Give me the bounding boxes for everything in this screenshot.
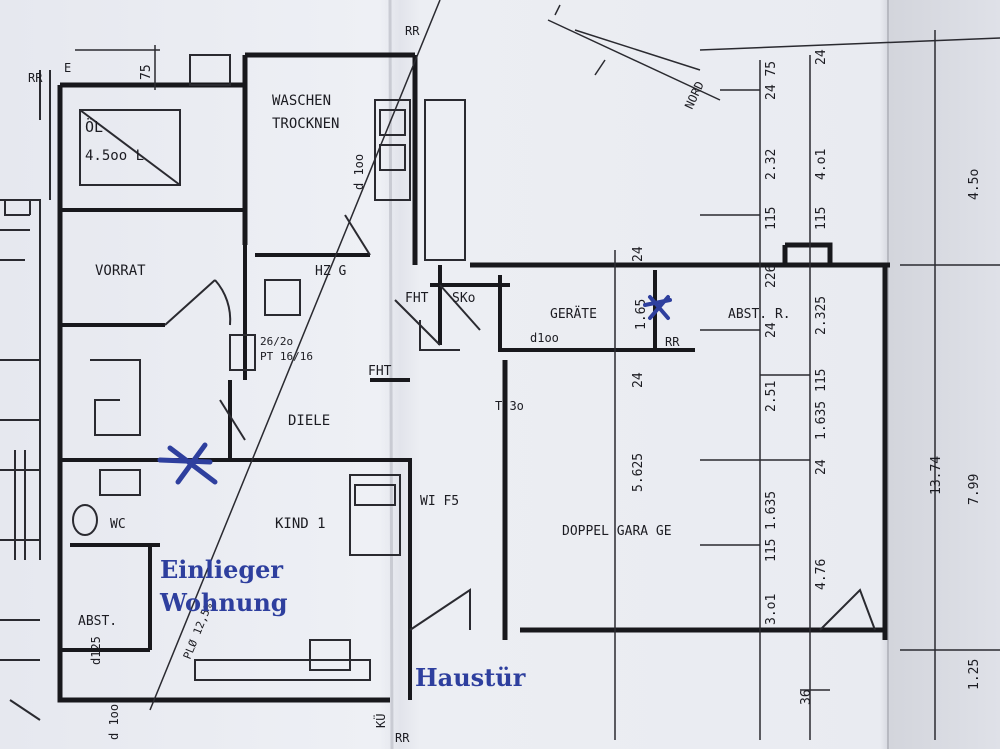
annotation-wohnung: Wohnung (159, 588, 288, 617)
label-rr: RR (665, 335, 680, 349)
room-label-geraete: GERÄTE (550, 306, 597, 322)
dim-24: 24 (814, 459, 829, 475)
label-d100: d 1oo (352, 154, 366, 190)
dim-226: 226 (764, 265, 779, 288)
dimension-lines (75, 30, 1000, 740)
room-label-kind1: KIND 1 (275, 516, 326, 532)
label-meter: PT 16/16 (260, 350, 313, 363)
pen-cross-icon (157, 442, 218, 485)
dim-115: 115 (814, 207, 829, 230)
dim-1374: 13.74 (929, 456, 944, 495)
plan-labels: RR RR RR RR E NORD d 1oo d1oo T 3o 26/2o… (28, 24, 707, 745)
room-label-wif: WI F5 (420, 494, 459, 509)
label-meter: 26/2o (260, 335, 293, 348)
room-label-waschen: WASCHEN (272, 93, 331, 109)
dimension-numbers: 75 24 75 24 2.32 4.o1 115 115 24 226 2.3… (139, 49, 982, 705)
label-rr: RR (405, 24, 420, 38)
dim-401: 4.o1 (814, 149, 829, 180)
room-label-abst-r: ABST. R. (728, 307, 791, 322)
room-label-oel: ÖL (85, 117, 103, 136)
dim-1635: 1.635 (814, 401, 829, 440)
annotation-haustuer: Haustür (415, 663, 526, 692)
room-label-fht: FHT (405, 291, 429, 306)
room-label-oel-volume: 4.5oo L (85, 148, 144, 164)
handwritten-annotations: Einlieger Wohnung Haustür (159, 555, 526, 692)
pen-cross-icon (643, 295, 672, 320)
dim-36: 36 (799, 689, 814, 705)
dim-5625: 5.625 (631, 453, 646, 492)
dim-251: 2.51 (764, 381, 779, 412)
room-label-abst: ABST. (78, 614, 117, 629)
room-label-sk: SKo (452, 291, 475, 306)
outer-walls (57, 52, 890, 703)
dim-301: 3.o1 (764, 594, 779, 625)
dim-450: 4.5o (967, 169, 982, 200)
room-label-vorrat: VORRAT (95, 263, 146, 279)
annotation-einlieger: Einlieger (160, 555, 283, 584)
dim-2325: 2.325 (814, 296, 829, 335)
room-label-diele: DIELE (288, 413, 330, 429)
label-rr: RR (395, 731, 410, 745)
label-rr: RR (28, 71, 43, 85)
dim-476: 4.76 (814, 559, 829, 590)
interior-walls (60, 208, 695, 700)
room-label-wc: WC (110, 517, 126, 532)
label-e: E (64, 61, 71, 75)
dim-24: 24 (764, 322, 779, 338)
label-kw: KÜ (372, 714, 388, 728)
dim-75: 75 (139, 64, 154, 80)
room-label-fht: FHT (368, 364, 392, 379)
room-label-hzg: HZ G (315, 264, 346, 279)
dim-115: 115 (814, 369, 829, 392)
fixtures (72, 54, 466, 681)
label-d100: d 1oo (107, 704, 121, 740)
dim-1635: 1.635 (764, 491, 779, 530)
room-labels: ÖL 4.5oo L WASCHEN TROCKNEN VORRAT HZ G … (78, 93, 791, 629)
dim-232: 2.32 (764, 149, 779, 180)
neighbour-walls (0, 70, 51, 721)
dim-24: 24 (814, 49, 829, 65)
label-d100: d1oo (530, 331, 559, 345)
dim-24-75: 24 75 (764, 61, 779, 100)
section-lines (149, 0, 721, 711)
pen-cross-marks (157, 295, 672, 485)
room-label-trocknen: TROCKNEN (272, 116, 339, 132)
dim-24: 24 (631, 246, 646, 262)
label-d125: d125 (89, 636, 103, 665)
room-label-doppelgarage: DOPPEL GARA GE (562, 524, 672, 539)
dim-115: 115 (764, 207, 779, 230)
label-t30: T 3o (495, 399, 524, 413)
paper-fold (388, 0, 394, 749)
dim-125: 1.25 (967, 659, 982, 690)
dim-24: 24 (631, 372, 646, 388)
dim-115: 115 (764, 539, 779, 562)
dim-799: 7.99 (967, 474, 982, 505)
